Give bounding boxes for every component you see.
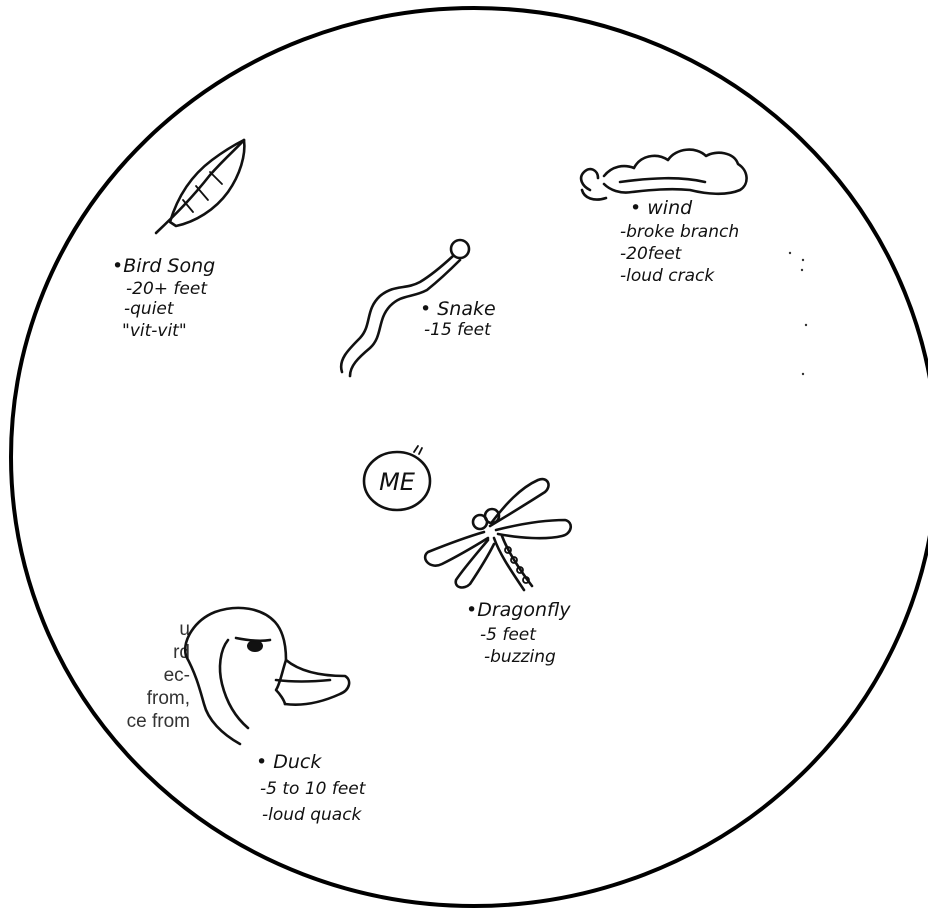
label-title: • Duck xyxy=(256,751,322,773)
label-line: -5 feet xyxy=(480,625,537,645)
wind-label: • wind -broke branch -20feet -loud crack xyxy=(620,197,739,286)
wind-cloud-icon xyxy=(581,150,746,200)
label-line: -broke branch xyxy=(620,222,739,242)
label-title: •Dragonfly xyxy=(466,599,571,621)
map-circle xyxy=(11,8,928,906)
label-line: -loud quack xyxy=(262,805,363,825)
label-line: -quiet xyxy=(124,299,175,319)
snake-label: • Snake -15 feet xyxy=(420,298,496,340)
label-line: -20+ feet xyxy=(126,279,208,299)
bird-song-label: •Bird Song -20+ feet -quiet "vit-vit" xyxy=(112,255,215,341)
label-line: "vit-vit" xyxy=(122,321,187,341)
me-node: ME xyxy=(364,446,430,510)
feather-icon xyxy=(156,140,244,233)
duck-label: • Duck -5 to 10 feet -loud quack xyxy=(256,751,367,825)
label-title: •Bird Song xyxy=(112,255,215,277)
duck-head-icon xyxy=(185,608,349,744)
dragonfly-icon xyxy=(425,479,571,590)
stray-marks xyxy=(789,252,807,375)
label-line: -buzzing xyxy=(484,647,556,667)
dragonfly-label: •Dragonfly -5 feet -buzzing xyxy=(466,599,571,667)
label-line: -loud crack xyxy=(620,266,715,286)
me-label: ME xyxy=(379,468,416,496)
label-line: -20feet xyxy=(620,244,683,264)
label-line: -5 to 10 feet xyxy=(260,779,367,799)
label-line: -15 feet xyxy=(424,320,492,340)
label-title: • Snake xyxy=(420,298,496,320)
label-title: • wind xyxy=(630,197,693,219)
